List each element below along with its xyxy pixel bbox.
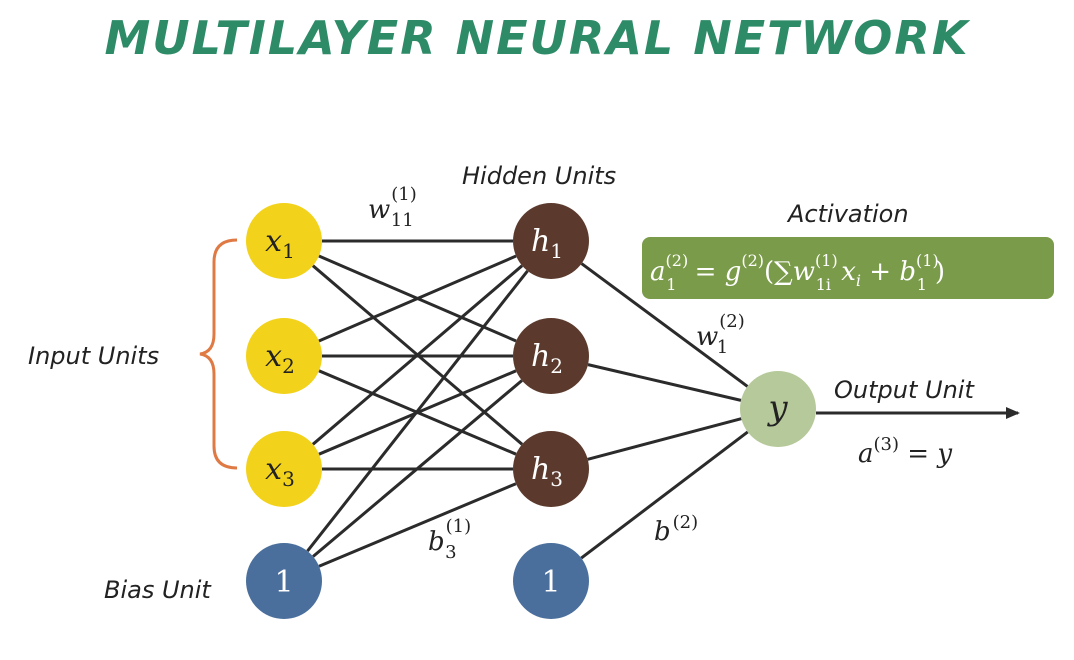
page-title: MULTILAYER NEURAL NETWORK	[105, 11, 971, 65]
input-bias-node: 1	[246, 543, 322, 619]
weight-sub: 11	[391, 210, 414, 231]
output-node-var: y	[766, 388, 788, 428]
formula-a-sup: (2)	[666, 251, 689, 270]
activation-label: Activation	[786, 200, 909, 228]
edge-hidden3-output	[587, 417, 742, 461]
input-node-circle	[246, 431, 322, 507]
input-node-circle	[246, 318, 322, 394]
hidden-var: h	[531, 224, 550, 259]
weight-w1-2-label: w(2) 1	[696, 311, 745, 358]
bias-unit-label: Bias Unit	[104, 576, 212, 604]
formula-b: b	[899, 257, 916, 287]
formula-g-sup: (2)	[741, 251, 764, 270]
formula-b-sup: (1)	[916, 251, 939, 270]
bias-b3-label: b(1) 3	[428, 516, 471, 563]
bias-b2-label: b(2)	[654, 512, 698, 547]
formula-x: x	[833, 257, 856, 287]
input-sub: 2	[282, 354, 295, 378]
hidden-node-circle	[513, 203, 589, 279]
edge-hidden4-output	[580, 430, 749, 560]
input-node-x1: x1	[246, 203, 322, 279]
bias-node-value: 1	[541, 565, 560, 600]
formula-a-sub: 1	[666, 275, 676, 294]
formula-x-sub: i	[856, 271, 861, 290]
weight-sup: (1)	[391, 184, 417, 205]
input-sub: 3	[282, 467, 295, 491]
eq-rest: = y	[899, 439, 952, 469]
hidden-sub: 3	[550, 467, 563, 491]
bias-node-value: 1	[274, 565, 293, 600]
input-units-bracket	[199, 238, 238, 470]
bias-node-circle	[513, 543, 589, 619]
output-node-y: y	[740, 371, 816, 447]
edge-hidden2-output	[587, 363, 742, 402]
weight-sup: (1)	[446, 516, 472, 537]
weight-base: w	[696, 322, 718, 352]
connection-edges	[306, 239, 749, 568]
svg-text:x2: x2	[265, 339, 295, 378]
weight-base: b	[654, 517, 671, 547]
formula-w: w	[793, 257, 815, 287]
input-var: x	[265, 224, 282, 259]
input-var: x	[265, 339, 282, 374]
edge-input4-hidden3	[318, 482, 517, 568]
output-node-circle	[740, 371, 816, 447]
formula-plus: +	[861, 257, 899, 287]
output-equation: a(3) = y	[858, 434, 952, 469]
formula-close: )	[935, 257, 945, 287]
hidden-node-circle	[513, 431, 589, 507]
input-node-x2: x2	[246, 318, 322, 394]
formula-a: a	[650, 257, 666, 287]
edge-input3-hidden1	[311, 264, 524, 446]
edge-hidden1-output	[580, 262, 749, 388]
formula-eq: =	[686, 257, 724, 287]
bias-node-circle	[246, 543, 322, 619]
weight-base: b	[428, 527, 445, 557]
input-sub: 1	[282, 239, 295, 263]
svg-text:x1: x1	[265, 224, 295, 263]
hidden-node-h1: h1	[513, 203, 589, 279]
hidden-sub: 2	[550, 354, 563, 378]
eq-sup: (3)	[874, 434, 900, 455]
formula-b-sub: 1	[917, 275, 927, 294]
hidden-bias-node: 1	[513, 543, 589, 619]
weight-sub: 3	[445, 542, 456, 563]
hidden-units-label: Hidden Units	[462, 162, 616, 190]
hidden-var: h	[531, 339, 550, 374]
input-units-label: Input Units	[28, 342, 159, 370]
weight-w11-label: w(1) 11	[368, 184, 417, 231]
weight-sup: (2)	[673, 512, 699, 533]
svg-text:x3: x3	[265, 452, 295, 491]
activation-formula: a(2)1 = g(2)(∑w(1)1i xi + b(1)1)	[650, 251, 945, 294]
hidden-node-h3: h3	[513, 431, 589, 507]
formula-g: g	[725, 257, 742, 287]
input-node-circle	[246, 203, 322, 279]
edge-input4-hidden2	[312, 379, 523, 558]
input-node-x3: x3	[246, 431, 322, 507]
formula-w-sub: 1i	[816, 275, 831, 294]
formula-open: (∑	[764, 257, 793, 287]
output-unit-label: Output Unit	[834, 376, 975, 404]
input-var: x	[265, 452, 282, 487]
edge-input4-hidden1	[306, 269, 529, 553]
svg-text:h1: h1	[531, 224, 563, 263]
eq-base: a	[858, 439, 874, 469]
activation-formula-box	[642, 237, 1054, 299]
weight-sub: 1	[717, 337, 728, 358]
svg-text:h3: h3	[531, 452, 563, 491]
hidden-var: h	[531, 452, 550, 487]
svg-text:h2: h2	[531, 339, 563, 378]
hidden-sub: 1	[550, 239, 563, 263]
hidden-node-h2: h2	[513, 318, 589, 394]
hidden-node-circle	[513, 318, 589, 394]
weight-base: w	[368, 195, 390, 225]
edge-input2-hidden1	[318, 254, 517, 343]
weight-sup: (2)	[719, 311, 745, 332]
formula-w-sup: (1)	[815, 251, 838, 270]
